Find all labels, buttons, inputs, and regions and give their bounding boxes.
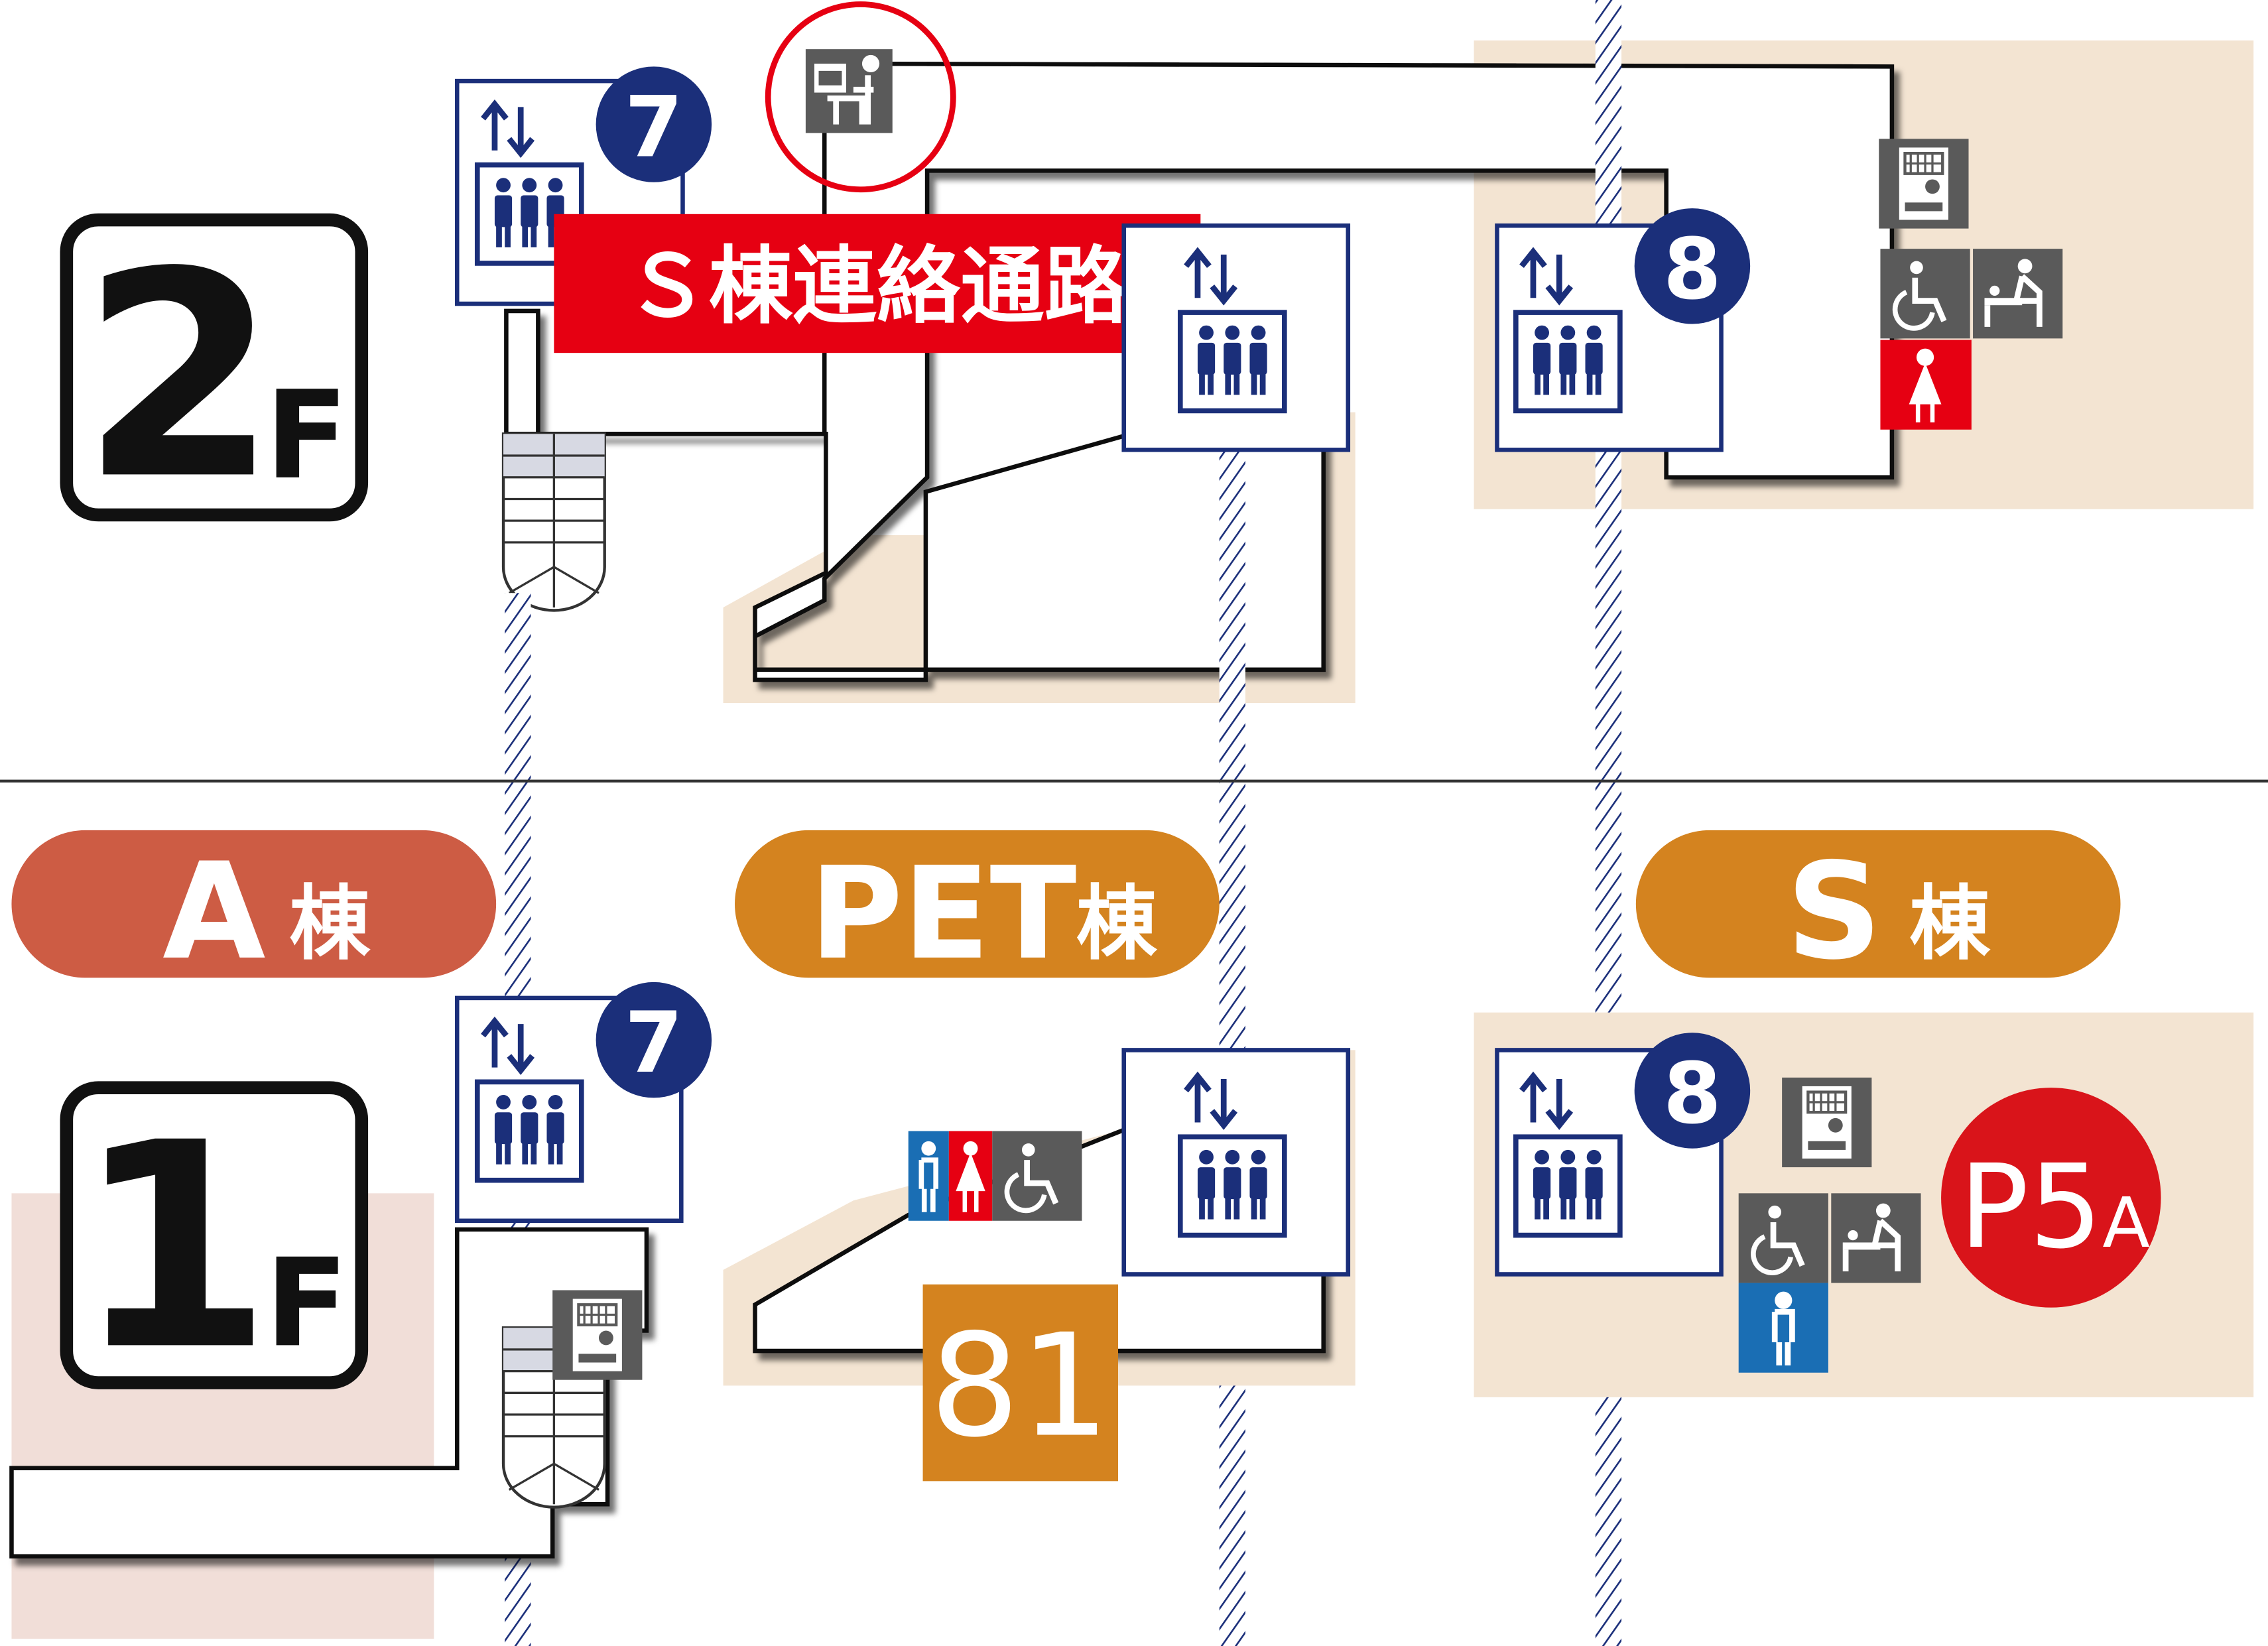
elevator-7-1f[interactable]: 7 (454, 981, 712, 1224)
building-suffix: 棟 (1909, 877, 1991, 971)
highlight-circle (765, 1, 956, 193)
elevator-number: 7 (625, 994, 683, 1092)
elevator-number-badge (596, 981, 712, 1098)
wheelchair-icon (1739, 1193, 1828, 1283)
reception-icon[interactable] (765, 1, 956, 193)
corridor-label: Ｓ棟連絡通路 (554, 214, 1201, 353)
elevator-number-badge (596, 66, 712, 182)
building-name: S (1786, 835, 1882, 989)
elevator-pet-2f[interactable] (1121, 223, 1351, 452)
mens-restroom-icon (1738, 1283, 1828, 1373)
floor-2f-badge: 2 F (60, 211, 369, 541)
vending-machine-icon (1879, 139, 1968, 228)
building-suffix: 棟 (1076, 877, 1158, 971)
elevator-pet-1f[interactable] (1121, 1048, 1351, 1277)
elevator-8-1f[interactable]: 8 (1495, 1033, 1751, 1277)
elevator-number-badge (1634, 1033, 1751, 1149)
floor-number: 2 (81, 211, 278, 541)
mens-restroom-icon (908, 1131, 949, 1221)
building-label-pet: PET 棟 (735, 830, 1220, 988)
stairs-icon (501, 432, 606, 612)
building-name: A (162, 835, 265, 989)
baby-changing-icon (1831, 1193, 1921, 1283)
building-name: PET (810, 840, 1077, 988)
parking-label: P5 (1959, 1140, 2102, 1275)
vending-machine-icon (1782, 1078, 1871, 1167)
womens-restroom-icon (948, 1131, 993, 1221)
room-number: 81 (930, 1304, 1110, 1469)
elevator-number: 7 (625, 79, 683, 176)
wheelchair-icon (992, 1131, 1082, 1221)
womens-restroom-icon (1880, 340, 1972, 430)
building-label-a: A 棟 (11, 830, 497, 989)
baby-changing-icon (1973, 249, 2062, 338)
elevator-number-badge (1634, 208, 1751, 324)
floor-suffix: F (265, 1233, 348, 1374)
elevator-number: 8 (1663, 220, 1722, 318)
floor-suffix: F (265, 365, 348, 507)
restroom-icons-pet (908, 1131, 1082, 1221)
room-number-badge: 81 (922, 1284, 1119, 1482)
floor-number: 1 (75, 1082, 272, 1412)
vending-machine-icon (552, 1290, 642, 1379)
elevator-number: 8 (1663, 1045, 1722, 1142)
parking-sub: A (2102, 1182, 2150, 1263)
building-suffix: 棟 (289, 877, 371, 971)
hatch-column-pet (1219, 448, 1245, 1646)
second-floor: 7 Ｓ棟連絡通路 8 (60, 0, 2254, 1646)
first-floor: 7 81 8 (9, 981, 2254, 1639)
building-label-s: S 棟 (1635, 830, 2121, 989)
floor-1f-badge: 1 F (60, 1081, 369, 1412)
corridor-label-text: Ｓ棟連絡通路 (625, 237, 1129, 335)
wheelchair-icon (1880, 249, 1970, 338)
parking-badge: P5 A (1941, 1088, 2161, 1308)
elevator-8-2f[interactable]: 8 (1495, 208, 1751, 452)
